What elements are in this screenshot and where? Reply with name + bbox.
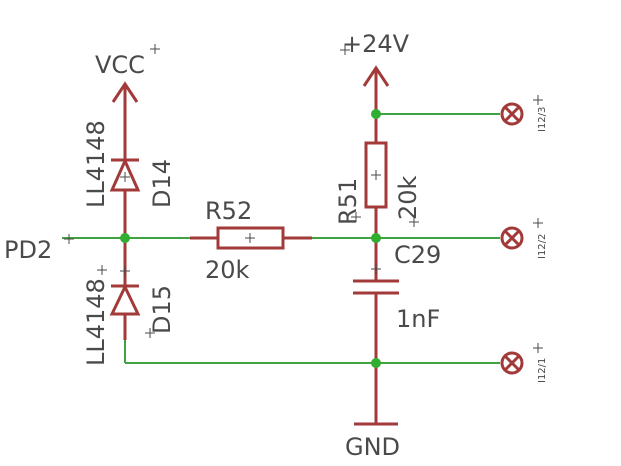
net-label-gnd: GND (345, 433, 400, 461)
junction-r51-node (371, 233, 381, 243)
origin-markers (64, 44, 543, 353)
c29-name-label: C29 (394, 241, 441, 269)
connector-pin-3-icon (500, 102, 524, 126)
net-label-24v: +24V (342, 30, 410, 58)
connector-pin-2-label: I12/2 (537, 234, 548, 259)
d15-value-label: LL4148 (82, 278, 110, 366)
junction-gnd-node (371, 358, 381, 368)
d15-name-label: D15 (148, 285, 176, 334)
connector-pin-3-label: I12/3 (537, 107, 548, 132)
r52-value-label: 20k (205, 256, 250, 284)
d15-body (109, 283, 141, 316)
net-label-vcc: VCC (95, 51, 145, 79)
junction-24v-node (371, 109, 381, 119)
connector-pin-1-label: I12/1 (537, 358, 548, 383)
c29-value-label: 1nF (396, 305, 440, 333)
junction-pd2-node (120, 233, 130, 243)
r51-name-label: R51 (334, 178, 362, 225)
connector-pin-2-icon (500, 226, 524, 250)
d14-value-label: LL4148 (82, 120, 110, 208)
net-label-pd2: PD2 (4, 236, 52, 264)
r51-value-label: 20k (394, 175, 422, 220)
connector-pin-1-icon (500, 351, 524, 375)
d14-name-label: D14 (148, 159, 176, 208)
r52-name-label: R52 (205, 197, 252, 225)
